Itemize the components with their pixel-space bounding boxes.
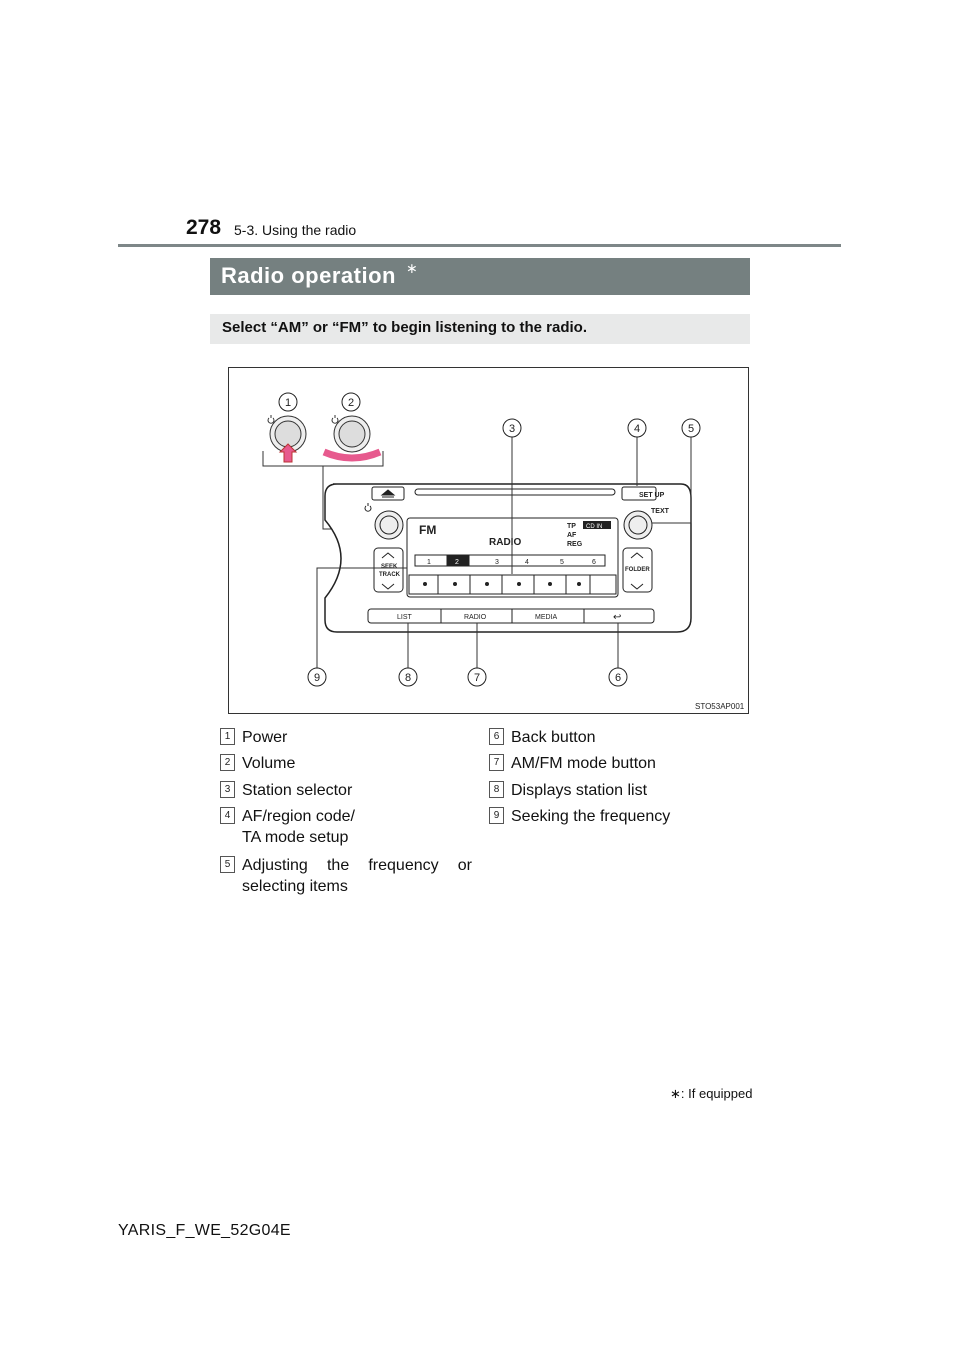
legend-number: 1 bbox=[220, 728, 235, 745]
label-seek: SEEK bbox=[381, 564, 398, 570]
legend-number: 9 bbox=[489, 807, 504, 824]
svg-text:6: 6 bbox=[615, 672, 621, 684]
display-mode: RADIO bbox=[489, 537, 521, 548]
label-folder: FOLDER bbox=[625, 567, 650, 573]
footnote-mark: ∗ bbox=[670, 1086, 681, 1101]
callout-2: 2 bbox=[341, 392, 361, 412]
power-knob-inset bbox=[267, 415, 307, 463]
preset-2: 2 bbox=[455, 559, 459, 566]
intro-box: Select “AM” or “FM” to begin listening t… bbox=[210, 314, 750, 344]
callout-9: 9 bbox=[307, 667, 327, 687]
label-media: MEDIA bbox=[535, 614, 558, 621]
page-number: 278 bbox=[186, 216, 222, 239]
legend-text: AF/region code/ bbox=[242, 808, 355, 825]
legend-item-power: 1 Power bbox=[220, 727, 480, 747]
svg-text:5: 5 bbox=[688, 423, 694, 435]
callout-3: 3 bbox=[502, 418, 522, 438]
section-title: Radio operation bbox=[221, 263, 396, 288]
legend-text: Power bbox=[242, 729, 288, 746]
display-band: FM bbox=[419, 523, 436, 537]
svg-text:8: 8 bbox=[405, 672, 411, 684]
preset-dots bbox=[423, 582, 581, 586]
legend-number: 5 bbox=[220, 856, 235, 873]
callout-circles: 1 2 3 4 5 6 7 8 9 bbox=[278, 392, 701, 687]
radio-unit-illustration: SET UP TEXT SEEK TRACK FOLDER LIST RADIO… bbox=[262, 392, 745, 711]
legend-number: 3 bbox=[220, 781, 235, 798]
legend-text-line2: selecting items bbox=[242, 878, 348, 895]
section-label: 5-3. Using the radio bbox=[234, 222, 357, 238]
svg-text:1: 1 bbox=[285, 397, 291, 409]
callout-4: 4 bbox=[627, 418, 647, 438]
label-track: TRACK bbox=[379, 572, 401, 578]
display-cdin: CD IN bbox=[586, 524, 602, 530]
radio-body bbox=[324, 483, 692, 633]
intro-text: Select “AM” or “FM” to begin listening t… bbox=[222, 319, 588, 336]
preset-6: 6 bbox=[592, 559, 596, 566]
legend-text: Adjusting the frequency or bbox=[242, 857, 472, 874]
preset-3: 3 bbox=[495, 559, 499, 566]
svg-text:4: 4 bbox=[634, 423, 640, 435]
svg-text:2: 2 bbox=[348, 397, 354, 409]
footnote-text: : If equipped bbox=[680, 1086, 753, 1101]
legend-item-station-list: 8 Displays station list bbox=[489, 780, 749, 800]
svg-text:7: 7 bbox=[474, 672, 480, 684]
legend-number: 8 bbox=[489, 781, 504, 798]
legend-text: AM/FM mode button bbox=[511, 755, 656, 772]
legend-item-seeking-frequency: 9 Seeking the frequency bbox=[489, 806, 749, 826]
legend-item-station-selector: 3 Station selector bbox=[220, 780, 480, 800]
section-title-bar: Radio operation ∗ bbox=[210, 258, 750, 295]
legend-text: Displays station list bbox=[511, 782, 648, 799]
legend-number: 2 bbox=[220, 754, 235, 771]
header-rule bbox=[118, 244, 841, 247]
callout-1: 1 bbox=[278, 392, 298, 412]
label-setup: SET UP bbox=[639, 492, 665, 499]
display-af: AF bbox=[567, 532, 577, 539]
back-arrow-icon: ↩ bbox=[613, 612, 621, 623]
radio-figure: SET UP TEXT SEEK TRACK FOLDER LIST RADIO… bbox=[228, 367, 749, 714]
title-asterisk: ∗ bbox=[406, 260, 418, 276]
display-reg: REG bbox=[567, 541, 583, 548]
legend-item-adjusting-frequency: 5 Adjusting the frequency or selecting i… bbox=[220, 855, 480, 897]
callout-7: 7 bbox=[467, 667, 487, 687]
legend-number: 4 bbox=[220, 807, 235, 824]
svg-text:9: 9 bbox=[314, 672, 320, 684]
preset-1: 1 bbox=[427, 559, 431, 566]
callout-8: 8 bbox=[398, 667, 418, 687]
svg-text:3: 3 bbox=[509, 423, 515, 435]
legend-text: Station selector bbox=[242, 782, 353, 799]
preset-4: 4 bbox=[525, 559, 529, 566]
legend-item-volume: 2 Volume bbox=[220, 753, 480, 773]
legend-number: 7 bbox=[489, 754, 504, 771]
footnote: ∗: If equipped bbox=[670, 1086, 752, 1102]
preset-5: 5 bbox=[560, 559, 564, 566]
callout-6: 6 bbox=[608, 667, 628, 687]
leader-lines bbox=[316, 436, 692, 668]
volume-knob-inset bbox=[322, 415, 382, 462]
legend-number: 6 bbox=[489, 728, 504, 745]
callout-5: 5 bbox=[681, 418, 701, 438]
legend-text: Seeking the frequency bbox=[511, 808, 671, 825]
legend-item-back-button: 6 Back button bbox=[489, 727, 749, 747]
legend-text: Back button bbox=[511, 729, 596, 746]
label-list: LIST bbox=[397, 614, 413, 621]
figure-code: STO53AP001 bbox=[695, 702, 745, 711]
label-text: TEXT bbox=[651, 508, 670, 515]
legend-item-af-region: 4 AF/region code/ TA mode setup bbox=[220, 806, 480, 848]
legend-text: Volume bbox=[242, 755, 296, 772]
legend-item-am-fm-mode: 7 AM/FM mode button bbox=[489, 753, 749, 773]
legend-text-line2: TA mode setup bbox=[242, 829, 349, 846]
document-code: YARIS_F_WE_52G04E bbox=[118, 1222, 291, 1239]
label-radio: RADIO bbox=[464, 614, 487, 621]
display-tp: TP bbox=[567, 523, 576, 530]
display-cdin-box bbox=[583, 521, 611, 529]
